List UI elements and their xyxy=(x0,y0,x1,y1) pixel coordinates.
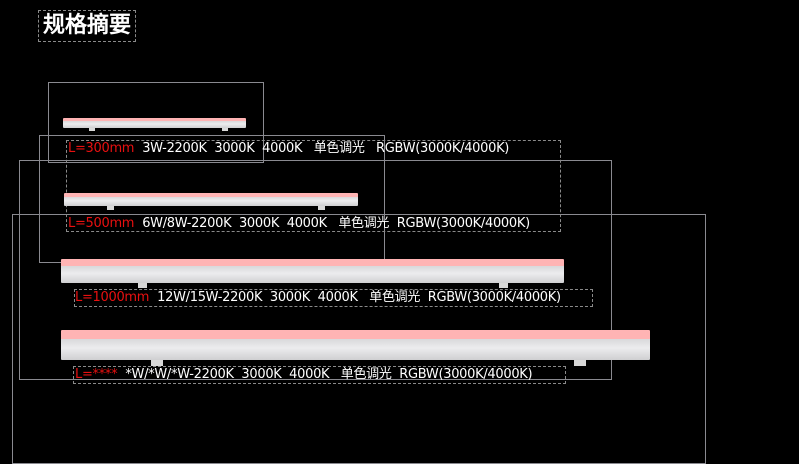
led-bar-300mm xyxy=(63,118,246,128)
selection-frame-1000 xyxy=(19,160,612,380)
spec-row-300mm: L=300mm 3W-2200K 3000K 4000K 单色调光 RGBW(30… xyxy=(68,141,509,157)
length-label: L=**** xyxy=(75,367,118,382)
spec-row-500mm: L=500mm 6W/8W-2200K 3000K 4000K 单色调光 RGBW… xyxy=(68,216,530,232)
mount-clip xyxy=(107,206,114,210)
spec-detail: 12W/15W-2200K 3000K 4000K 单色调光 RGBW(3000… xyxy=(157,290,561,305)
spec-text-box-4 xyxy=(73,366,566,384)
length-label: L=1000mm xyxy=(75,290,150,305)
spec-detail: 3W-2200K 3000K 4000K 单色调光 RGBW(3000K/400… xyxy=(142,141,510,156)
led-bar-500mm xyxy=(64,193,358,206)
spec-detail: *W/*W/*W-2200K 3000K 4000K 单色调光 RGBW(300… xyxy=(125,367,533,382)
spec-text-box-1-2 xyxy=(66,140,561,232)
led-bar-1000mm xyxy=(61,259,564,283)
spec-row-custom: L=**** *W/*W/*W-2200K 3000K 4000K 单色调光 RG… xyxy=(75,367,533,383)
mount-clip xyxy=(89,128,95,131)
length-label: L=500mm xyxy=(68,216,135,231)
length-label: L=300mm xyxy=(68,141,135,156)
spec-row-1000mm: L=1000mm 12W/15W-2200K 3000K 4000K 单色调光 R… xyxy=(75,290,561,306)
page-title: 规格摘要 xyxy=(38,10,136,42)
mount-clip xyxy=(151,360,163,366)
mount-clip xyxy=(318,206,325,210)
spec-text-box-3 xyxy=(74,289,593,307)
mount-clip xyxy=(138,283,147,288)
selection-frame-300 xyxy=(48,82,264,163)
spec-detail: 6W/8W-2200K 3000K 4000K 单色调光 RGBW(3000K/… xyxy=(142,216,530,231)
mount-clip xyxy=(222,128,228,131)
mount-clip xyxy=(499,283,508,288)
led-bar-custom xyxy=(61,330,650,360)
mount-clip xyxy=(574,360,586,366)
